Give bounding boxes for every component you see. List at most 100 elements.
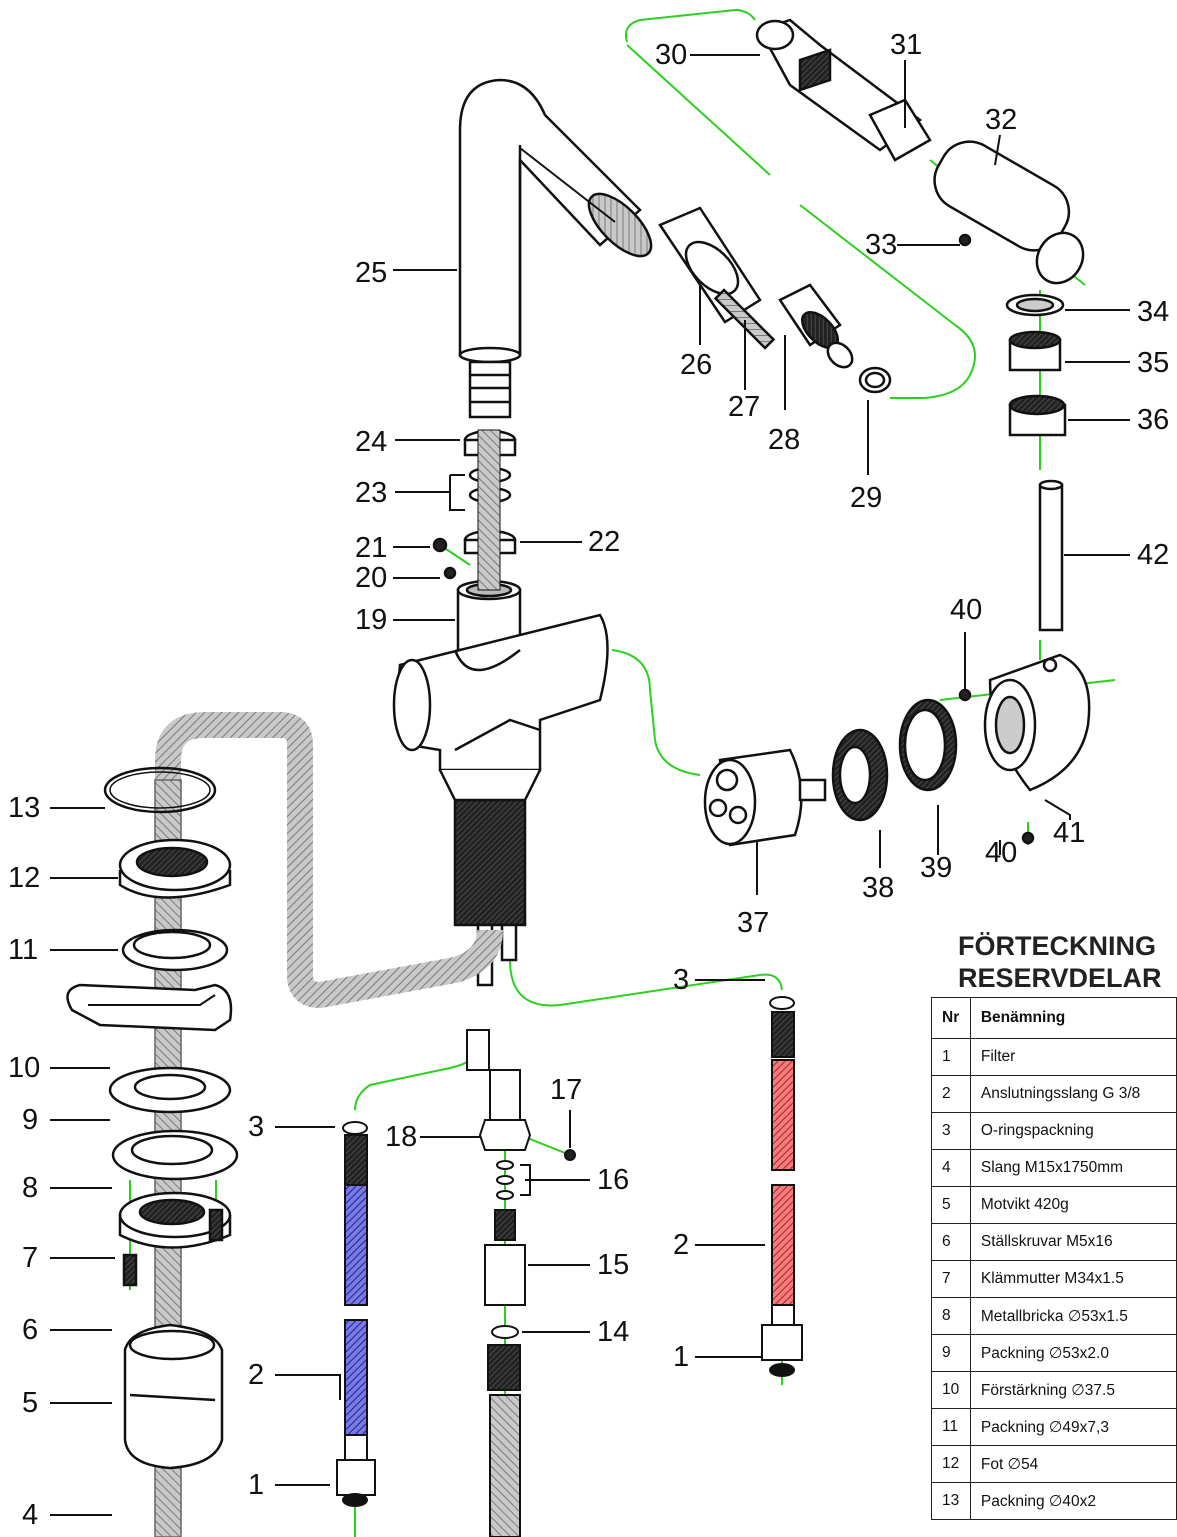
callout-39: 39 (920, 852, 953, 884)
callout-21: 21 (355, 532, 388, 564)
callout-6: 6 (22, 1314, 39, 1346)
callout-32: 32 (985, 104, 1018, 136)
part-number: 4 (931, 1149, 971, 1187)
callout-3-left: 3 (248, 1111, 265, 1143)
callout-26: 26 (680, 349, 713, 381)
part-number: 8 (931, 1297, 971, 1335)
callout-14: 14 (597, 1316, 630, 1348)
body (392, 579, 609, 987)
small-parts-19-24 (432, 429, 517, 591)
callout-1-right: 1 (673, 1341, 690, 1373)
part-name: Motvikt 420g (969, 1186, 1177, 1224)
callout-41: 41 (1053, 817, 1086, 849)
callout-35: 35 (1137, 347, 1170, 379)
callout-3-right: 3 (673, 964, 690, 996)
callout-30: 30 (655, 39, 688, 71)
callout-33: 33 (865, 229, 898, 261)
spout (458, 78, 653, 419)
callout-9: 9 (22, 1104, 39, 1136)
callout-11: 11 (8, 934, 39, 966)
column-header-benamning: Benämning (969, 997, 1177, 1039)
callout-22: 22 (588, 526, 621, 558)
callout-7: 7 (22, 1242, 39, 1274)
callout-19: 19 (355, 604, 388, 636)
callout-24: 24 (355, 426, 388, 458)
callout-4: 4 (22, 1499, 39, 1531)
callout-16: 16 (597, 1164, 630, 1196)
callout-2-right: 2 (673, 1229, 690, 1261)
callout-leaders (50, 54, 1130, 1516)
part-name: Packning ∅53x2.0 (969, 1334, 1177, 1372)
callout-15: 15 (597, 1249, 630, 1281)
callout-38: 38 (862, 872, 895, 904)
part-number: 9 (931, 1334, 971, 1372)
part-number: 1 (931, 1038, 971, 1076)
part-name: Fot ∅54 (969, 1445, 1177, 1483)
callout-34: 34 (1137, 296, 1170, 328)
callout-23: 23 (355, 477, 388, 509)
part-name: O-ringspackning (969, 1112, 1177, 1150)
callout-13: 13 (8, 792, 41, 824)
parts-list-title: FÖRTECKNING RESERVDELAR (958, 931, 1162, 993)
connection-hoses (336, 996, 803, 1537)
callout-27: 27 (728, 391, 761, 423)
callout-42: 42 (1137, 539, 1170, 571)
callout-36: 36 (1137, 404, 1170, 436)
part-number: 5 (931, 1186, 971, 1224)
callout-31: 31 (890, 29, 923, 61)
callout-1-left: 1 (248, 1469, 265, 1501)
part-number: 13 (931, 1482, 971, 1520)
callout-12: 12 (8, 862, 41, 894)
callout-18: 18 (385, 1121, 418, 1153)
part-name: Ställskruvar M5x16 (969, 1223, 1177, 1261)
part-number: 7 (931, 1260, 971, 1298)
part-number: 6 (931, 1223, 971, 1261)
callout-25: 25 (355, 257, 388, 289)
part-name: Metallbricka ∅53x1.5 (969, 1297, 1177, 1335)
part-name: Förstärkning ∅37.5 (969, 1371, 1177, 1409)
part-number: 10 (931, 1371, 971, 1409)
callout-28: 28 (768, 424, 801, 456)
callout-17: 17 (550, 1074, 583, 1106)
table-header-row: Nr Benämning (931, 997, 1177, 1039)
part-number: 12 (931, 1445, 971, 1483)
part-name: Klämmutter M34x1.5 (969, 1260, 1177, 1298)
callout-37: 37 (737, 907, 770, 939)
cartridge-group (703, 653, 1091, 847)
callout-8: 8 (22, 1172, 39, 1204)
outlet-parts-34-36 (1005, 293, 1067, 632)
part-name: Packning ∅49x7,3 (969, 1408, 1177, 1446)
part-number: 3 (931, 1112, 971, 1150)
callout-20: 20 (355, 562, 388, 594)
callout-29: 29 (850, 482, 883, 514)
part-number: 2 (931, 1075, 971, 1113)
mounting-parts (66, 766, 239, 1470)
part-name: Packning ∅40x2 (969, 1482, 1177, 1520)
callout-2-left: 2 (248, 1359, 265, 1391)
aerator-spray-group (658, 18, 1085, 394)
part-number: 11 (931, 1408, 971, 1446)
column-header-nr: Nr (931, 997, 971, 1039)
callout-5: 5 (22, 1387, 39, 1419)
callout-10: 10 (8, 1052, 41, 1084)
callout-40-top: 40 (950, 594, 983, 626)
part-name: Slang M15x1750mm (969, 1149, 1177, 1187)
callout-40-bottom: 40 (985, 837, 1018, 869)
part-name: Anslutningsslang G 3/8 (969, 1075, 1177, 1113)
part-name: Filter (969, 1038, 1177, 1076)
